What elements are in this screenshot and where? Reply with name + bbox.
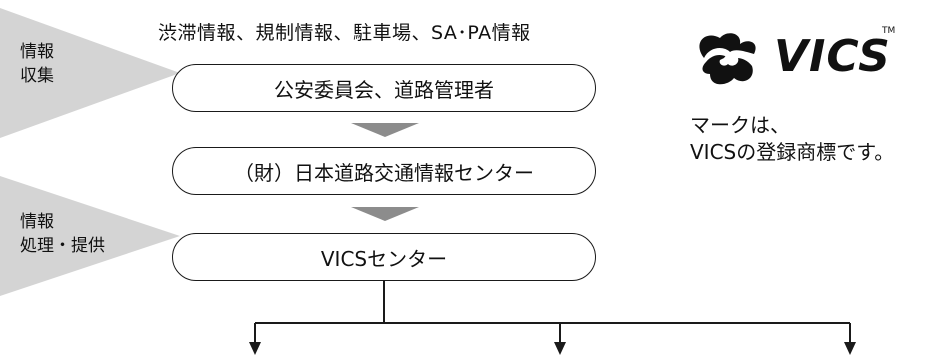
arrow-down-icon: [844, 342, 856, 355]
trademark-note-line2: VICSの登録商標です。: [690, 140, 895, 164]
vics-logo-text: VICS: [774, 31, 891, 82]
collect-stage-label-line1: 情報: [20, 42, 54, 62]
vics-logo: VICS TM: [690, 24, 920, 96]
jartic-box: （財）日本道路交通情報センター: [172, 147, 596, 195]
trademark-note-line1: マークは、: [690, 113, 790, 137]
flow-down-triangle-2: [351, 207, 419, 221]
collect-stage-arrow: [0, 8, 180, 138]
arrow-down-icon: [554, 342, 566, 355]
vics-center-box: VICSセンター: [172, 233, 596, 281]
info-types-header: 渋滞情報、規制情報、駐車場、SA･PA情報: [158, 22, 531, 44]
process-stage-label-line2: 処理・提供: [20, 236, 105, 256]
process-stage-label-line1: 情報: [20, 212, 54, 232]
flow-down-triangle-1: [351, 123, 419, 137]
collect-stage-label: 情報 収集: [20, 40, 54, 88]
arrow-down-icon: [249, 342, 261, 355]
vics-trademark-symbol: TM: [882, 26, 896, 36]
process-stage-arrow: [0, 176, 180, 296]
police-road-manager-box: 公安委員会、道路管理者: [172, 64, 596, 112]
collect-stage-label-line2: 収集: [20, 66, 54, 86]
process-stage-label: 情報 処理・提供: [20, 210, 105, 258]
trademark-note: マークは、 VICSの登録商標です。: [690, 112, 894, 166]
vics-logo-mark-icon: [699, 33, 756, 85]
